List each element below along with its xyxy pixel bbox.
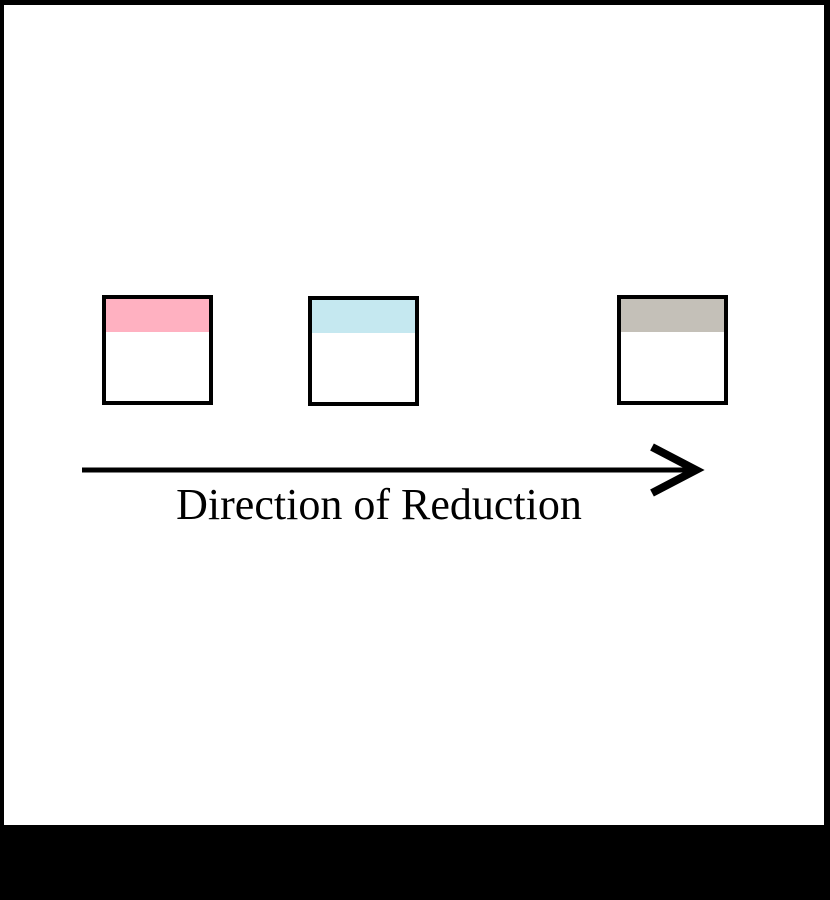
gray-band bbox=[621, 299, 724, 332]
figure-background: Direction of Reduction bbox=[4, 5, 824, 825]
reduction-stage-box-3 bbox=[617, 295, 728, 405]
pink-band bbox=[106, 299, 209, 332]
right-arrow-icon bbox=[82, 443, 705, 497]
light-blue-band bbox=[312, 300, 415, 333]
arrow-label: Direction of Reduction bbox=[176, 480, 582, 529]
reduction-stage-box-2 bbox=[308, 296, 419, 406]
reduction-stage-box-1 bbox=[102, 295, 213, 405]
